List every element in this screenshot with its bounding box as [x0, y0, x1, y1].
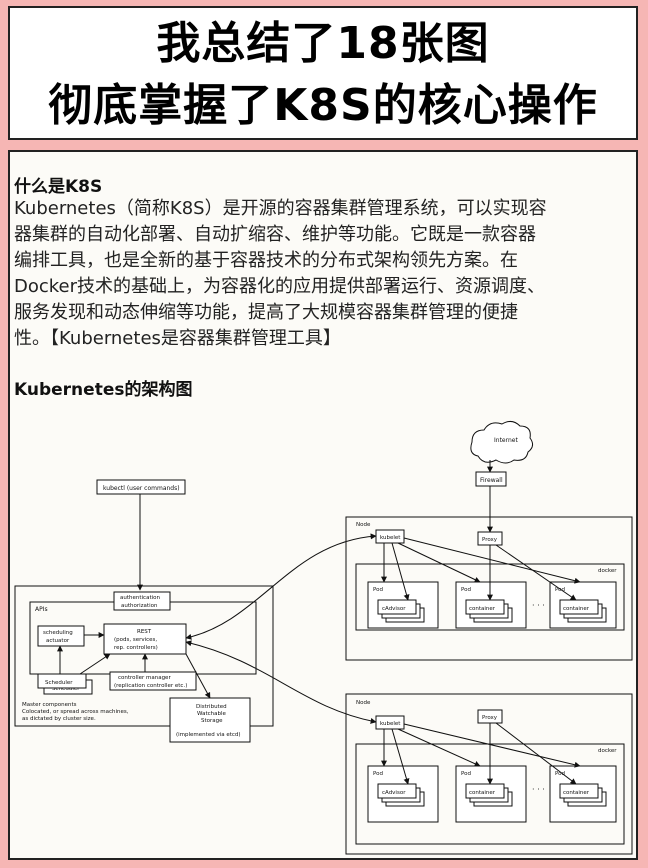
- apis-label: APIs: [35, 606, 48, 613]
- master-components-label-1: Master components: [22, 702, 77, 708]
- node-2-pod-1-label: Pod: [373, 771, 383, 777]
- storage-label-2: Watchable: [197, 711, 227, 717]
- node-1-ellipsis: · · ·: [532, 601, 545, 610]
- node-2-container-box-2: [559, 783, 599, 799]
- title-line-2: 彻底掌握了K8S的核心操作: [48, 80, 598, 131]
- node-2-cadvisor-label: cAdvisor: [382, 790, 406, 796]
- storage-label-1: Distributed: [196, 704, 227, 710]
- auth-label-2: authorization: [121, 603, 158, 609]
- storage-label-4: (implemented via etcd): [176, 732, 241, 738]
- node-1-docker-label: docker: [598, 568, 617, 574]
- node-1-container-box-2: [559, 599, 599, 615]
- node-1: Node kubelet Proxy docker Pod cAdvisor P…: [345, 516, 633, 661]
- node-1-pod-3-label: Pod: [555, 587, 565, 593]
- node-2-container-box-1: [465, 783, 505, 799]
- node-2-container-label-1: container: [469, 790, 496, 796]
- node-1-cadvisor-label: cAdvisor: [382, 606, 406, 612]
- internet-cloud: Internet: [470, 420, 534, 464]
- auth-box: [113, 591, 171, 611]
- intro-line: 性。【Kubernetes是容器集群管理工具】: [14, 328, 341, 349]
- node-1-box: [345, 516, 633, 661]
- node-2-kubelet-label: kubelet: [380, 721, 401, 727]
- intro-line: 编排工具，也是全新的基于容器技术的分布式架构领先方案。在: [14, 250, 518, 271]
- node-2-container-label-2: container: [563, 790, 590, 796]
- intro-line: Docker技术的基础上，为容器化的应用提供部署运行、资源调度、: [14, 276, 546, 297]
- controller-manager-label-1: controller manager: [118, 675, 171, 681]
- node-1-container-box-1: [465, 599, 505, 615]
- intro-paragraph: Kubernetes（简称K8S）是开源的容器集群管理系统，可以实现容 器集群的…: [14, 196, 634, 352]
- rest-label-2: (pods, services,: [114, 637, 157, 643]
- node-1-pod-1-label: Pod: [373, 587, 383, 593]
- title-banner: 我总结了18张图 彻底掌握了K8S的核心操作: [8, 6, 638, 140]
- rest-label-3: rep. controllers): [114, 645, 158, 651]
- node-2-docker-label: docker: [598, 748, 617, 754]
- section-heading-architecture: Kubernetes的架构图: [14, 380, 193, 400]
- master-components-label-3: as dictated by cluster size.: [22, 716, 96, 722]
- master-components-label-2: Colocated, or spread across machines,: [22, 709, 129, 715]
- controller-manager-label-2: (replication controller etc.): [114, 683, 187, 689]
- node-2-label: Node: [356, 700, 371, 706]
- node-1-label: Node: [356, 522, 371, 528]
- node-1-kubelet-box: [375, 529, 405, 544]
- intro-line: 服务发现和动态伸缩等功能，提高了大规模容器集群管理的便捷: [14, 302, 518, 323]
- node-2-pod-3-label: Pod: [555, 771, 565, 777]
- scheduler-back-label: Scheduler: [52, 686, 80, 692]
- intro-line: Kubernetes（简称K8S）是开源的容器集群管理系统，可以实现容: [14, 198, 547, 219]
- kubectl-label: kubectl (user commands): [103, 485, 180, 492]
- scheduler-box: [37, 673, 87, 689]
- node-1-container-label-2: container: [563, 606, 590, 612]
- title-line-1: 我总结了18张图: [156, 18, 490, 69]
- node-2-kubelet-box: [375, 715, 405, 730]
- node-1-proxy-label: Proxy: [482, 537, 498, 543]
- node-2-cadvisor-box: [377, 783, 417, 799]
- firewall-label: Firewall: [480, 477, 503, 484]
- scheduling-actuator-label-2: actuator: [46, 638, 70, 644]
- node-2-box: [345, 693, 633, 855]
- node-2-pod-2-label: Pod: [461, 771, 471, 777]
- kubectl-box: [96, 479, 186, 495]
- firewall-box: [475, 471, 507, 487]
- scheduler-label: Scheduler: [45, 680, 73, 686]
- node-2: Node kubelet Proxy docker Pod cAdvisor P…: [345, 693, 633, 855]
- internet-label: Internet: [494, 437, 518, 444]
- node-1-pod-2-label: Pod: [461, 587, 471, 593]
- k8s-architecture-diagram: Internet Firewall kubectl (user commands…: [14, 420, 633, 855]
- content-card: 什么是K8S Kubernetes（简称K8S）是开源的容器集群管理系统，可以实…: [8, 150, 638, 860]
- node-1-container-label-1: container: [469, 606, 496, 612]
- section-heading-what-is-k8s: 什么是K8S: [14, 177, 103, 197]
- node-1-kubelet-label: kubelet: [380, 535, 401, 541]
- rest-label-1: REST: [137, 629, 152, 635]
- intro-line: 器集群的自动化部署、自动扩缩容、维护等功能。它既是一款容器: [14, 224, 536, 245]
- node-2-proxy-label: Proxy: [482, 715, 498, 721]
- node-2-ellipsis: · · ·: [532, 785, 545, 794]
- node-1-cadvisor-box: [377, 599, 417, 615]
- auth-label-1: authentication: [120, 595, 160, 601]
- storage-label-3: Storage: [201, 718, 223, 724]
- scheduling-actuator-label-1: scheduling: [43, 630, 73, 636]
